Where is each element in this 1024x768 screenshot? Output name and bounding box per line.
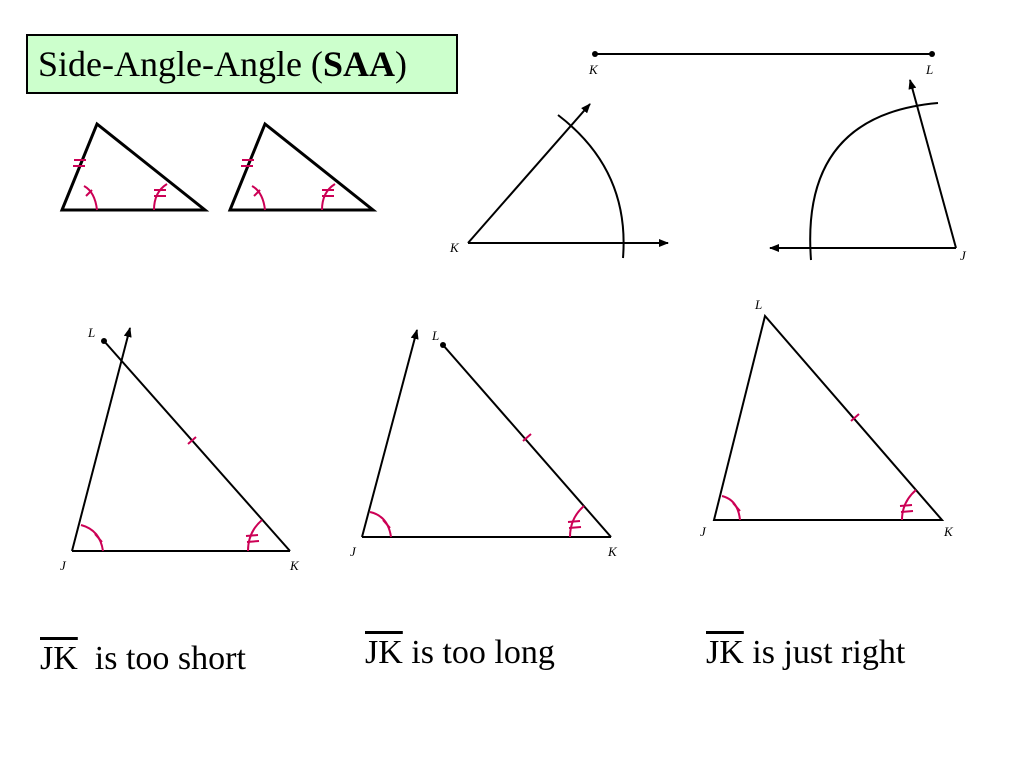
- construction-J: J: [769, 79, 967, 263]
- label-K-top: K: [588, 62, 599, 77]
- label-J-construction: J: [960, 248, 967, 263]
- caption-too-short: JK is too short: [40, 640, 246, 678]
- triangle-just-right: L J K: [700, 297, 954, 539]
- label-K-3: K: [943, 524, 954, 539]
- title-prefix: Side-Angle-Angle (: [38, 44, 323, 84]
- caption-segment-1: JK: [40, 640, 78, 677]
- caption-too-long: JK is too long: [365, 634, 555, 672]
- triangle-1-marks: [73, 159, 168, 211]
- arc-J: [809, 102, 939, 261]
- caption-text-2: is too long: [411, 634, 555, 671]
- given-triangle-1: [59, 121, 210, 212]
- triangle-too-long: L J K: [350, 328, 618, 559]
- construction-K: K: [449, 103, 669, 259]
- caption-text-1: is too short: [94, 640, 246, 677]
- triangle-2-marks: [241, 159, 336, 211]
- caption-segment-3: JK: [706, 634, 744, 671]
- segment-KL: K L: [588, 51, 935, 77]
- label-L-top: L: [925, 62, 933, 77]
- caption-segment-2: JK: [365, 634, 403, 671]
- caption-text-3: is just right: [752, 634, 906, 671]
- label-K-1: K: [289, 558, 300, 573]
- label-K-construction: K: [449, 240, 460, 255]
- title-bold: SAA: [322, 44, 395, 84]
- caption-just-right: JK is just right: [706, 634, 905, 672]
- triangle-too-short: L J K: [60, 325, 300, 573]
- arc-K: [557, 114, 625, 259]
- title-suffix: ): [394, 44, 407, 84]
- label-L-2: L: [431, 328, 439, 343]
- label-J-2: J: [350, 544, 357, 559]
- label-L-3: L: [754, 297, 762, 312]
- label-J-3: J: [700, 524, 707, 539]
- title-box: Side-Angle-Angle (SAA): [26, 34, 458, 94]
- label-K-2: K: [607, 544, 618, 559]
- label-L-1: L: [87, 325, 95, 340]
- label-J-1: J: [60, 558, 67, 573]
- triangle-3-shape: [712, 313, 945, 521]
- given-triangle-2: [227, 121, 378, 212]
